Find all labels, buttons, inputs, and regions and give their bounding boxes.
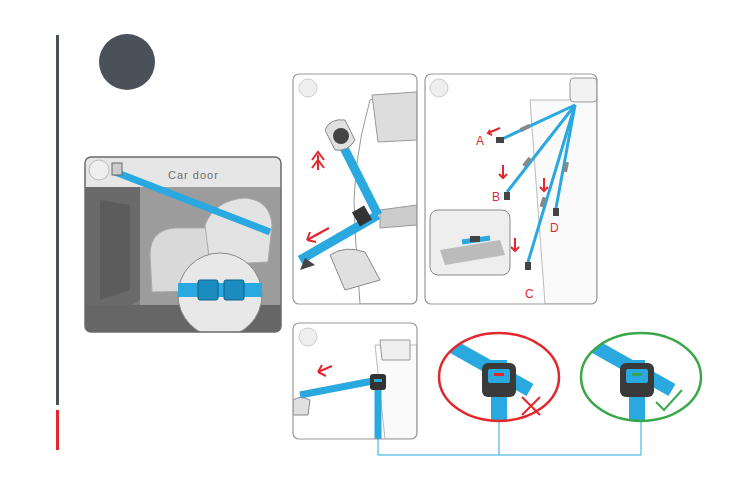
step-number-circle xyxy=(89,160,109,180)
panel-pull-belt xyxy=(293,74,417,304)
check-mark xyxy=(656,390,682,410)
position-letter: A xyxy=(476,135,484,147)
step-number-circle xyxy=(430,79,448,97)
panel-car-interior xyxy=(85,157,281,332)
side-bar xyxy=(56,35,59,405)
position-letter: C xyxy=(525,288,534,300)
step-badge xyxy=(99,34,155,90)
panel-tighten xyxy=(293,323,417,439)
wrong-example xyxy=(439,333,559,421)
side-bar-accent xyxy=(56,410,59,450)
cross-mark xyxy=(522,397,540,415)
right-example xyxy=(581,333,701,421)
position-letter: D xyxy=(550,222,559,234)
step-number-circle xyxy=(299,328,317,346)
door-label: Car door xyxy=(168,170,219,181)
position-letter: B xyxy=(492,191,500,203)
panel-tether-positions xyxy=(425,74,597,304)
step-number-circle xyxy=(299,79,317,97)
